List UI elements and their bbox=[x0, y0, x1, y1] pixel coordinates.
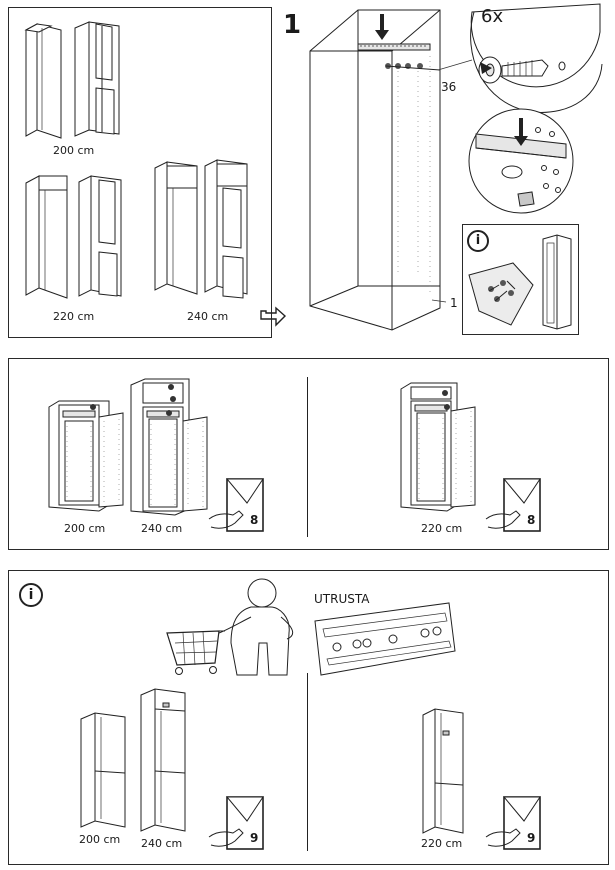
hardware-bag-illustration bbox=[468, 234, 572, 330]
cabinet-220-illustration bbox=[400, 382, 476, 512]
fridge-220-closed-icon bbox=[25, 175, 68, 299]
mid-size-label-220: 220 cm bbox=[421, 522, 463, 535]
cabinet-200-240-illustration bbox=[48, 378, 208, 516]
screw-insertion-detail bbox=[437, 3, 603, 113]
turn-page-icon bbox=[485, 796, 541, 850]
page-ref-number: 8 bbox=[250, 513, 259, 527]
part-36-label: 36 bbox=[441, 80, 457, 94]
utrusta-rail-illustration bbox=[314, 602, 456, 676]
size-label-220: 220 cm bbox=[53, 310, 95, 323]
fridge-200-closed-icon bbox=[24, 23, 62, 139]
page-ref-number: 9 bbox=[250, 831, 259, 845]
next-step-arrow-icon bbox=[260, 306, 287, 327]
bot-size-label-200: 200 cm bbox=[79, 833, 121, 846]
turn-page-icon bbox=[208, 796, 264, 850]
panel-divider bbox=[307, 377, 308, 537]
part-1-label: 1 bbox=[450, 296, 458, 310]
screw-row-icon bbox=[385, 63, 441, 71]
shelf-support-detail bbox=[468, 108, 574, 214]
fridge-240-closed-icon bbox=[154, 161, 198, 295]
utrusta-accessory-panel: i UTRUSTA bbox=[8, 570, 609, 865]
bot-size-label-220: 220 cm bbox=[421, 837, 463, 850]
fridge-220-panel-illustration bbox=[422, 708, 464, 834]
turn-page-reference-bottom-left[interactable]: 9 bbox=[207, 791, 267, 855]
size-label-240: 240 cm bbox=[187, 310, 229, 323]
info-icon: i bbox=[19, 583, 43, 607]
mid-size-label-240: 240 cm bbox=[141, 522, 183, 535]
cabinet-frame-illustration bbox=[309, 9, 447, 331]
fridge-200-illustration bbox=[24, 21, 248, 299]
product-name-label: UTRUSTA bbox=[314, 592, 370, 606]
fridge-240-open-icon bbox=[204, 159, 248, 299]
page-ref-number: 8 bbox=[527, 513, 536, 527]
hardware-info-box: i bbox=[462, 224, 579, 335]
cabinet-install-panel: 200 cm 240 cm 220 cm 8 8 bbox=[8, 358, 609, 550]
step-number: 1 bbox=[283, 10, 302, 40]
bot-size-label-240: 240 cm bbox=[141, 837, 183, 850]
panel-divider bbox=[307, 673, 308, 851]
turn-page-reference-right[interactable]: 8 bbox=[484, 473, 544, 537]
info-icon: i bbox=[467, 230, 489, 252]
size-label-200: 200 cm bbox=[53, 144, 95, 157]
turn-page-reference-left[interactable]: 8 bbox=[207, 473, 267, 537]
fridge-200-open-icon bbox=[74, 21, 120, 137]
mid-size-label-200: 200 cm bbox=[64, 522, 106, 535]
page-ref-number: 9 bbox=[527, 831, 536, 845]
quantity-label: 6x bbox=[481, 6, 504, 27]
shopping-person-illustration bbox=[166, 578, 294, 676]
turn-page-icon bbox=[208, 478, 264, 532]
fridge-200-240-panel-illustration bbox=[80, 688, 186, 832]
fridge-size-options-panel: 200 cm 220 cm 240 cm bbox=[8, 7, 272, 338]
turn-page-reference-bottom-right[interactable]: 9 bbox=[484, 791, 544, 855]
fridge-220-open-icon bbox=[78, 175, 122, 297]
turn-page-icon bbox=[485, 478, 541, 532]
